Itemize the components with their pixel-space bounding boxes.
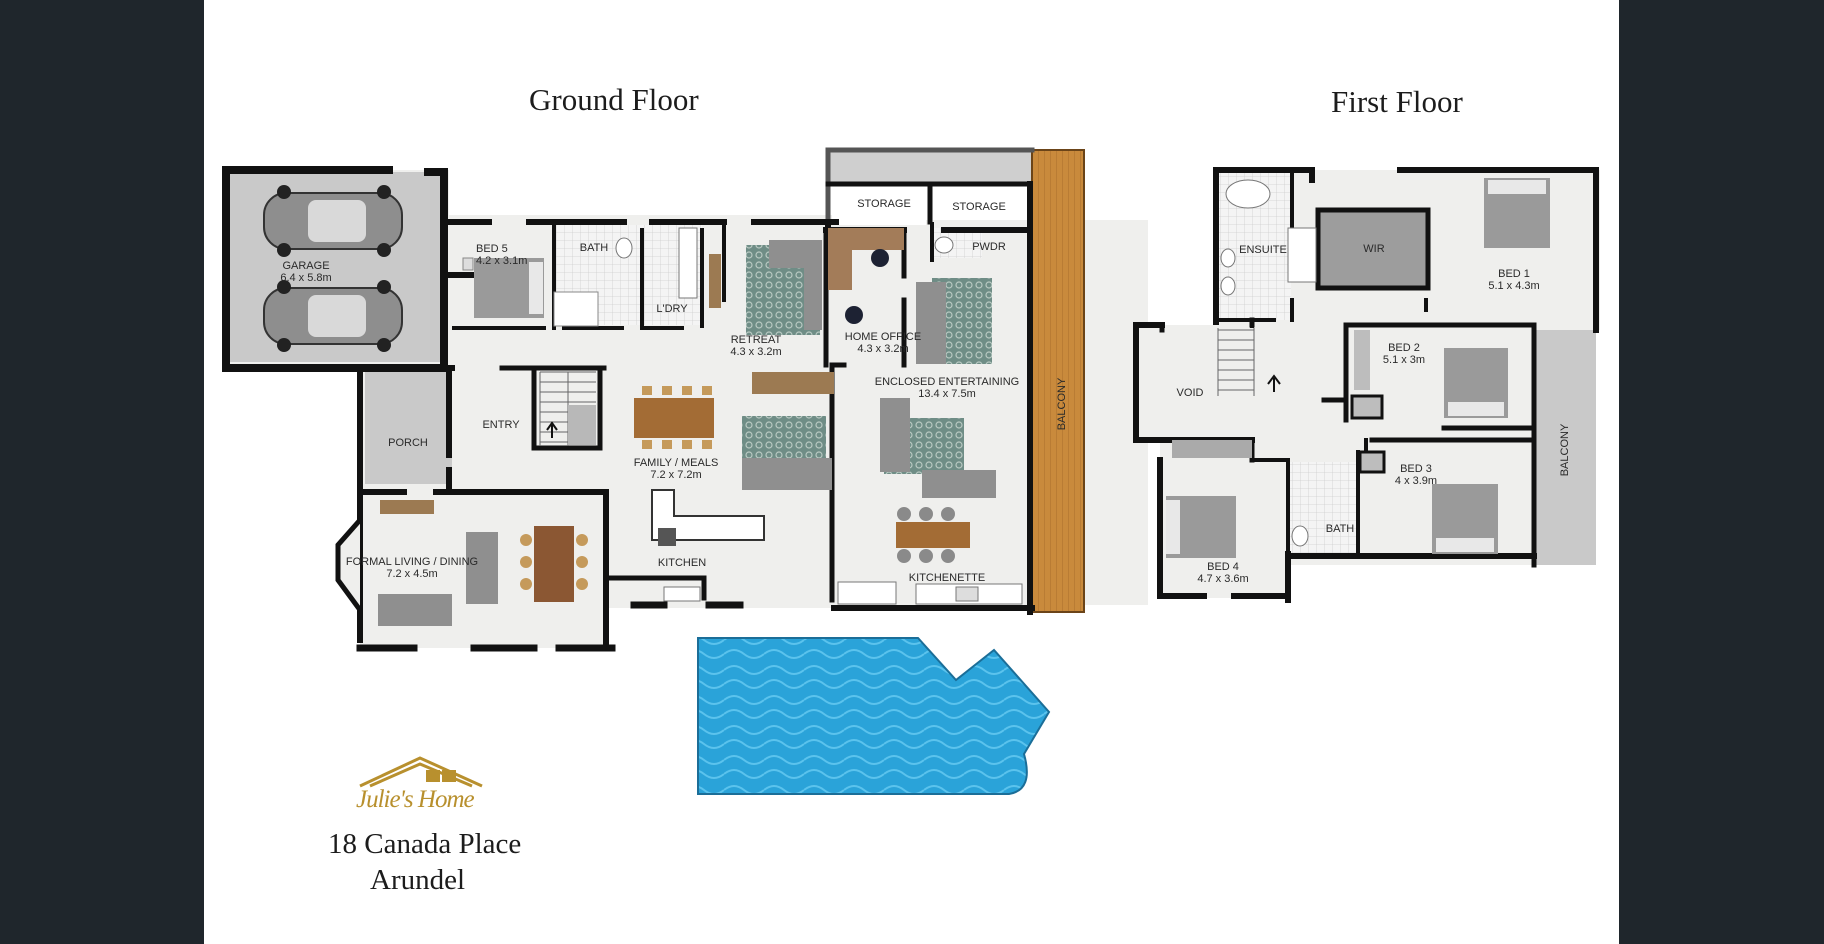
room-size: 13.4 x 7.5m (918, 388, 976, 400)
room-size: 6.4 x 5.8m (280, 272, 332, 284)
first-floor-plan (1133, 167, 1600, 603)
room-size: 4.2 x 3.1m (476, 255, 528, 267)
room-name: STORAGE (857, 198, 911, 210)
bed-icon (462, 257, 544, 318)
room-name: FORMAL LIVING / DINING (345, 556, 479, 568)
logo-house-icon (359, 756, 483, 788)
room-porch: PORCH (388, 437, 428, 449)
room-balcony-upper: BALCONY (1559, 424, 1571, 477)
room-balcony: BALCONY (1056, 378, 1068, 431)
room-name: HOME OFFICE (844, 331, 922, 343)
room-walk-in-robe: WIR (1363, 243, 1384, 255)
room-name: BATH (579, 242, 609, 254)
room-name: BALCONY (1056, 377, 1068, 431)
staircase-icon (1217, 328, 1255, 396)
room-bed-5: BED 5 4.2 x 3.1m (476, 243, 527, 267)
ground-floor-plan (222, 147, 1148, 795)
room-powder: PWDR (972, 241, 1006, 253)
room-name: STORAGE (952, 201, 1006, 213)
table-icon (896, 522, 970, 548)
room-bed-4: BED 4 4.7 x 3.6m (1197, 561, 1248, 585)
room-name: BED 2 (1388, 342, 1420, 354)
room-name: WIR (1363, 243, 1385, 255)
room-name: BED 5 (476, 243, 508, 255)
room-name: PORCH (388, 437, 428, 449)
property-address: 18 Canada Place Arundel (328, 826, 521, 898)
room-name: ENSUITE (1239, 244, 1287, 256)
room-ensuite: ENSUITE (1239, 244, 1287, 256)
room-home-office: HOME OFFICE 4.3 x 3.2m (845, 331, 921, 355)
room-size: 4 x 3.9m (1394, 475, 1438, 487)
room-bed-1: BED 1 5.1 x 4.3m (1488, 268, 1539, 292)
room-name: L'DRY (656, 303, 688, 315)
room-name: BED 3 (1400, 463, 1432, 475)
room-bath-upper: BATH (1326, 523, 1355, 535)
room-size: 7.2 x 7.2m (650, 469, 702, 481)
first-floor-title: First Floor (1331, 84, 1463, 119)
room-name: BALCONY (1559, 423, 1571, 477)
room-storage-2: STORAGE (952, 201, 1006, 213)
room-enclosed-entertaining: ENCLOSED ENTERTAINING 13.4 x 7.5m (875, 376, 1019, 400)
logo-text: Julie's Home (356, 786, 475, 813)
ground-floor-title: Ground Floor (529, 82, 699, 117)
room-name: ENTRY (482, 419, 520, 431)
room-bed-2: BED 2 5.1 x 3m (1383, 342, 1425, 366)
porch-slab (365, 372, 452, 484)
room-name: BED 1 (1498, 268, 1530, 280)
room-size: 4.7 x 3.6m (1197, 573, 1249, 585)
room-storage-1: STORAGE (857, 198, 911, 210)
room-size: 5.1 x 3m (1382, 354, 1426, 366)
room-family-meals: FAMILY / MEALS 7.2 x 7.2m (634, 457, 719, 481)
room-name: PWDR (972, 241, 1006, 253)
address-street: 18 Canada Place (328, 828, 522, 860)
table-icon (534, 526, 574, 602)
bed-icon (1432, 484, 1498, 554)
room-name: ENCLOSED ENTERTAINING (874, 376, 1020, 388)
floor-plan-sheet: Ground Floor First Floor GARAGE 6.4 x 5.… (204, 0, 1619, 944)
room-garage: GARAGE 6.4 x 5.8m (280, 260, 331, 284)
room-name: VOID (1176, 387, 1204, 399)
room-entry: ENTRY (482, 419, 519, 431)
room-size: 4.3 x 3.2m (730, 346, 782, 358)
room-size: 5.1 x 4.3m (1488, 280, 1540, 292)
floor-plan-drawing (222, 147, 1600, 795)
room-retreat: RETREAT 4.3 x 3.2m (730, 334, 781, 358)
room-name: BED 4 (1207, 561, 1239, 573)
room-name: KITCHEN (657, 557, 707, 569)
room-void: VOID (1177, 387, 1204, 399)
table-icon (634, 398, 714, 438)
room-name: KITCHENETTE (908, 572, 986, 584)
car-icon (263, 185, 403, 257)
room-name: FAMILY / MEALS (633, 457, 719, 469)
swimming-pool (697, 637, 1051, 795)
room-kitchen: KITCHEN (658, 557, 706, 569)
room-formal-living-dining: FORMAL LIVING / DINING 7.2 x 4.5m (346, 556, 478, 580)
room-name: RETREAT (730, 334, 782, 346)
room-size: 7.2 x 4.5m (386, 568, 438, 580)
address-suburb: Arundel (370, 864, 466, 896)
room-name: BATH (1325, 523, 1355, 535)
room-laundry: L'DRY (656, 303, 687, 315)
room-bed-3: BED 3 4 x 3.9m (1395, 463, 1437, 487)
room-bath: BATH (580, 242, 609, 254)
room-size: 4.3 x 3.2m (857, 343, 909, 355)
bed-icon (1484, 178, 1550, 248)
bed-icon (1166, 496, 1236, 558)
balcony-slab (1534, 330, 1596, 565)
room-name: GARAGE (282, 260, 330, 272)
room-kitchenette: KITCHENETTE (909, 572, 985, 584)
bed-icon (1444, 348, 1508, 418)
car-icon (263, 280, 403, 352)
